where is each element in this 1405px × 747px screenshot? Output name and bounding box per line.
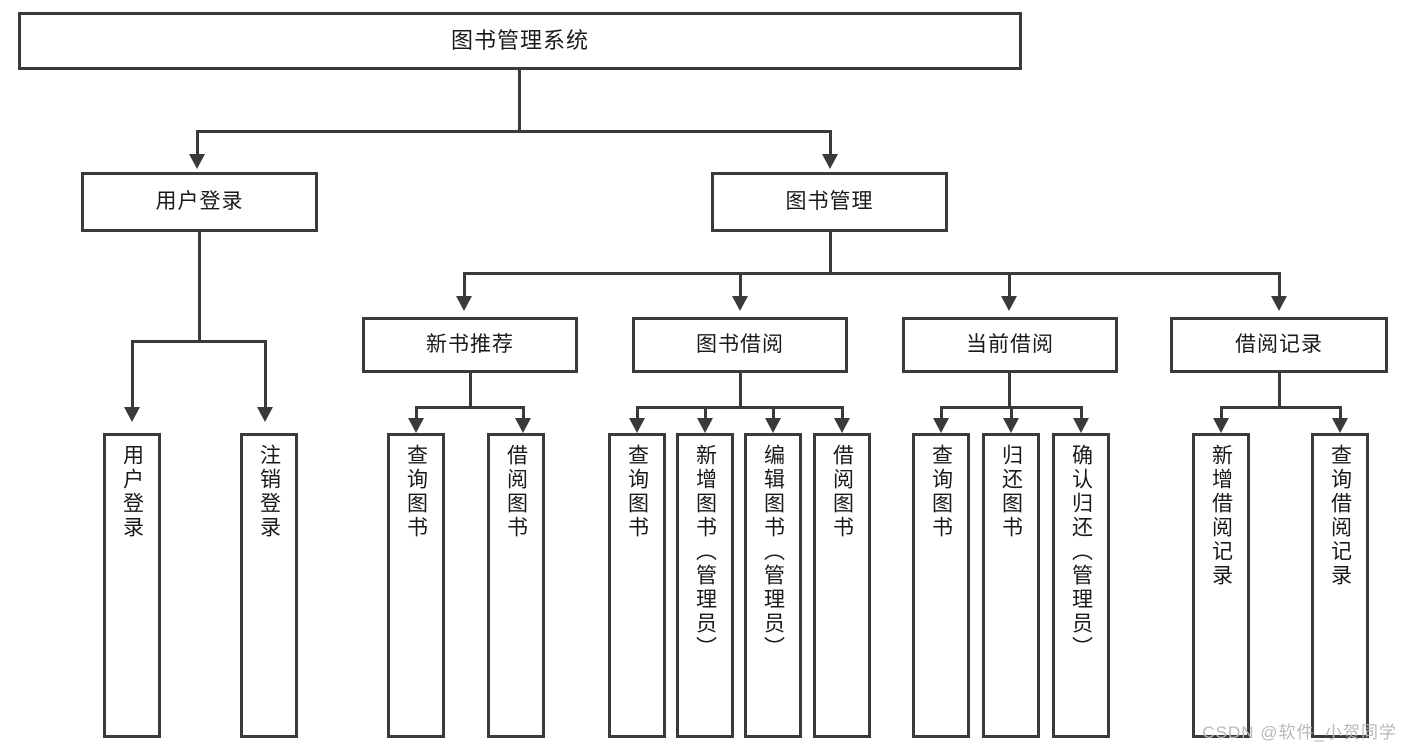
arrow-root-to-user-login: [189, 154, 205, 169]
connector-root-to-book-manage: [829, 130, 832, 156]
arrow-book-borrow-leaf-1: [629, 418, 645, 433]
arrow-book-manage-to-new-book-rec: [456, 296, 472, 311]
connector-new-book-rec-bus: [415, 406, 525, 409]
leaf-label: 查询图书: [404, 444, 428, 540]
leaf-label: 用户登录: [120, 444, 144, 540]
leaf-query-record[interactable]: 查询借阅记录: [1311, 433, 1369, 738]
node-label: 图书管理: [785, 189, 874, 213]
node-root-system[interactable]: 图书管理系统: [18, 12, 1022, 70]
connector-current-borrow-drop-1: [940, 406, 943, 420]
connector-book-manage-drop-2: [739, 272, 742, 298]
connector-new-book-rec-stem: [469, 373, 472, 409]
connector-book-manage-stem: [829, 232, 832, 274]
arrow-root-to-book-manage: [822, 154, 838, 169]
arrow-borrow-record-leaf-1: [1213, 418, 1229, 433]
node-label: 当前借阅: [966, 332, 1054, 356]
arrow-book-borrow-leaf-4: [834, 418, 850, 433]
leaf-label: 借阅图书: [830, 444, 854, 540]
node-label: 图书借阅: [696, 332, 784, 356]
leaf-label: 新增图书（管理员）: [693, 444, 717, 660]
connector-root-bus: [196, 130, 832, 133]
leaf-return-book[interactable]: 归还图书: [982, 433, 1040, 738]
arrow-book-borrow-leaf-3: [765, 418, 781, 433]
node-book-borrow[interactable]: 图书借阅: [632, 317, 848, 373]
connector-book-borrow-drop-4: [841, 406, 844, 420]
arrow-book-manage-to-borrow-record: [1271, 296, 1287, 311]
connector-user-login-drop-2: [264, 340, 267, 409]
leaf-add-record[interactable]: 新增借阅记录: [1192, 433, 1250, 738]
leaf-query-book-3[interactable]: 查询图书: [912, 433, 970, 738]
arrow-borrow-record-leaf-2: [1332, 418, 1348, 433]
leaf-label: 新增借阅记录: [1209, 444, 1233, 588]
leaf-add-book[interactable]: 新增图书（管理员）: [676, 433, 734, 738]
leaf-label: 确认归还（管理员）: [1069, 444, 1093, 660]
connector-book-borrow-stem: [739, 373, 742, 409]
connector-book-manage-drop-4: [1278, 272, 1281, 298]
node-current-borrow[interactable]: 当前借阅: [902, 317, 1118, 373]
connector-new-book-rec-drop-1: [415, 406, 418, 420]
arrow-book-manage-to-book-borrow: [732, 296, 748, 311]
leaf-label: 查询图书: [625, 444, 649, 540]
arrow-user-login-leaf-2: [257, 407, 273, 422]
connector-book-borrow-drop-2: [704, 406, 707, 420]
arrow-user-login-leaf-1: [124, 407, 140, 422]
connector-book-manage-bus: [463, 272, 1281, 275]
arrow-current-borrow-leaf-1: [933, 418, 949, 433]
leaf-user-logout[interactable]: 注销登录: [240, 433, 298, 738]
node-label: 图书管理系统: [450, 28, 589, 54]
node-label: 用户登录: [155, 189, 244, 213]
leaf-confirm-return[interactable]: 确认归还（管理员）: [1052, 433, 1110, 738]
connector-user-login-stem: [198, 232, 201, 342]
arrow-current-borrow-leaf-3: [1073, 418, 1089, 433]
arrow-current-borrow-leaf-2: [1003, 418, 1019, 433]
leaf-borrow-book-2[interactable]: 借阅图书: [813, 433, 871, 738]
connector-book-manage-drop-1: [463, 272, 466, 298]
node-label: 新书推荐: [426, 332, 514, 356]
connector-book-borrow-drop-3: [772, 406, 775, 420]
connector-book-manage-drop-3: [1008, 272, 1011, 298]
leaf-label: 归还图书: [999, 444, 1023, 540]
node-book-manage[interactable]: 图书管理: [711, 172, 948, 232]
connector-borrow-record-drop-2: [1339, 406, 1342, 420]
leaf-label: 查询图书: [929, 444, 953, 540]
connector-current-borrow-drop-3: [1080, 406, 1083, 420]
watermark: CSDN @软件_小贺同学: [1202, 723, 1397, 742]
leaf-query-book-1[interactable]: 查询图书: [387, 433, 445, 738]
connector-book-borrow-drop-1: [636, 406, 639, 420]
connector-borrow-record-drop-1: [1220, 406, 1223, 420]
node-new-book-rec[interactable]: 新书推荐: [362, 317, 578, 373]
arrow-book-borrow-leaf-2: [697, 418, 713, 433]
leaf-label: 编辑图书（管理员）: [761, 444, 785, 660]
leaf-label: 注销登录: [257, 444, 281, 540]
connector-borrow-record-bus: [1220, 406, 1342, 409]
node-user-login[interactable]: 用户登录: [81, 172, 318, 232]
leaf-label: 借阅图书: [504, 444, 528, 540]
connector-book-borrow-bus: [636, 406, 844, 409]
arrow-new-book-rec-leaf-2: [515, 418, 531, 433]
connector-borrow-record-stem: [1278, 373, 1281, 409]
connector-root-to-user-login: [196, 130, 199, 156]
leaf-borrow-book-1[interactable]: 借阅图书: [487, 433, 545, 738]
arrow-new-book-rec-leaf-1: [408, 418, 424, 433]
arrow-book-manage-to-current-borrow: [1001, 296, 1017, 311]
leaf-user-login[interactable]: 用户登录: [103, 433, 161, 738]
leaf-query-book-2[interactable]: 查询图书: [608, 433, 666, 738]
connector-new-book-rec-drop-2: [522, 406, 525, 420]
connector-user-login-bus: [131, 340, 267, 343]
leaf-edit-book[interactable]: 编辑图书（管理员）: [744, 433, 802, 738]
node-borrow-record[interactable]: 借阅记录: [1170, 317, 1388, 373]
connector-current-borrow-stem: [1008, 373, 1011, 409]
connector-current-borrow-drop-2: [1010, 406, 1013, 420]
connector-user-login-drop-1: [131, 340, 134, 409]
connector-root-stem: [518, 70, 521, 132]
leaf-label: 查询借阅记录: [1328, 444, 1352, 588]
node-label: 借阅记录: [1235, 332, 1323, 356]
